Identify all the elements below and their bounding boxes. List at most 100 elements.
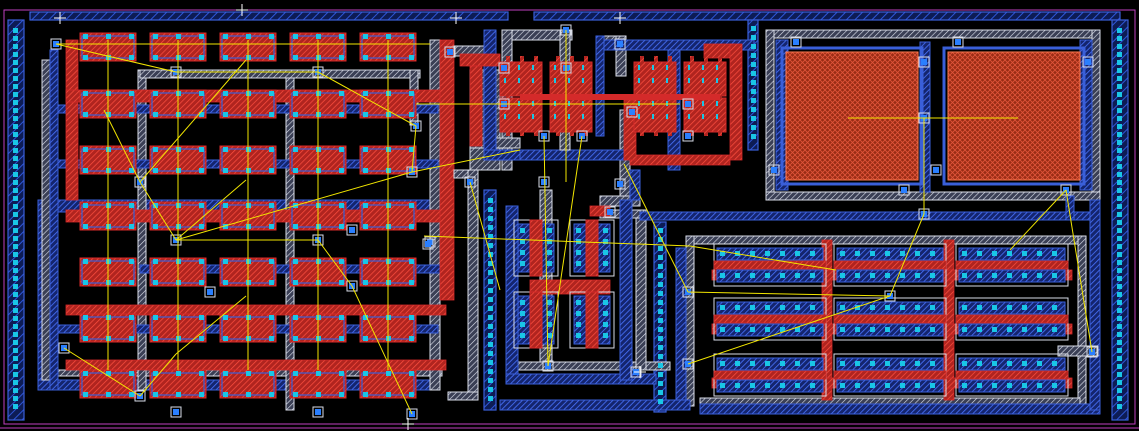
rail-contact xyxy=(1117,228,1122,233)
transistor-contact xyxy=(199,259,204,264)
transistor-contact xyxy=(129,55,134,60)
cp-contact xyxy=(576,261,581,266)
br-contact xyxy=(810,361,815,366)
cp-contact xyxy=(547,300,552,305)
transistor-contact xyxy=(83,259,88,264)
transistor-contact xyxy=(409,34,414,39)
cp-m1-c xyxy=(619,199,633,381)
rail-contact xyxy=(488,261,493,266)
br-contact xyxy=(1037,273,1042,278)
br-contact xyxy=(870,327,875,332)
br-contact xyxy=(765,383,770,388)
transistor-contact xyxy=(129,34,134,39)
transistor-contact xyxy=(363,147,368,152)
cp-m1-a xyxy=(505,205,519,385)
tc-m1-mid xyxy=(595,35,605,137)
rail-contact xyxy=(488,297,493,302)
tc-gate xyxy=(506,92,510,136)
transistor-contact xyxy=(269,91,274,96)
rail-contact xyxy=(488,369,493,374)
cap-plate xyxy=(947,51,1081,181)
br-contact xyxy=(992,251,997,256)
transistor-contact xyxy=(269,280,274,285)
via-core xyxy=(685,133,691,139)
transistor-contact xyxy=(269,55,274,60)
br-contact xyxy=(870,273,875,278)
rail-contact xyxy=(1117,100,1122,105)
via-outline xyxy=(346,224,358,236)
rail-contact xyxy=(13,212,18,217)
via-outline xyxy=(614,38,626,50)
transistor-contact xyxy=(223,336,228,341)
transistor-contact xyxy=(316,371,321,376)
br-gate xyxy=(833,260,947,270)
tc-m1-left xyxy=(483,29,497,161)
cp-contact xyxy=(576,228,581,233)
rail-contact xyxy=(488,324,493,329)
transistor-contact xyxy=(363,34,368,39)
rail-contact xyxy=(13,108,18,113)
rail-contact xyxy=(1117,388,1122,393)
via xyxy=(898,184,910,196)
transistor-contact xyxy=(339,112,344,117)
ratsnest-line xyxy=(317,71,417,127)
transistor-contact xyxy=(223,203,228,208)
long-m2-c xyxy=(447,391,479,401)
transistor-contact xyxy=(129,112,134,117)
br-contact xyxy=(840,383,845,388)
cap-plate-outline xyxy=(942,46,1086,186)
ratsnest-line xyxy=(103,109,141,183)
ratsnest-line xyxy=(175,171,413,241)
br-contact xyxy=(1052,361,1057,366)
transistor-contact xyxy=(223,280,228,285)
br-contact xyxy=(930,361,935,366)
br-contact xyxy=(840,273,845,278)
rail-contact xyxy=(658,372,663,377)
via-outline xyxy=(170,406,182,418)
br-contact xyxy=(750,327,755,332)
br-contact xyxy=(915,361,920,366)
br-m2-right xyxy=(1077,235,1087,407)
via xyxy=(604,206,616,218)
transistor-contact xyxy=(223,259,228,264)
cp-transistor xyxy=(513,291,559,349)
transistor-contact xyxy=(246,34,251,39)
rail-contact xyxy=(13,164,18,169)
rail-contact xyxy=(658,291,663,296)
br-contact xyxy=(870,305,875,310)
ratsnest-layer xyxy=(54,4,1093,430)
br-transistor xyxy=(713,297,827,341)
cp-contact xyxy=(576,250,581,255)
br-contact xyxy=(1052,273,1057,278)
transistor-contact xyxy=(409,392,414,397)
via xyxy=(444,46,456,58)
via-outline xyxy=(464,176,476,188)
transistor-contact xyxy=(223,91,228,96)
transistor-contact xyxy=(409,315,414,320)
rail-contact xyxy=(1117,196,1122,201)
br-transistor xyxy=(713,353,827,397)
via xyxy=(682,130,694,142)
transistor-contact xyxy=(176,34,181,39)
via-outline xyxy=(952,36,964,48)
tc-gate xyxy=(690,92,694,136)
rail-contact xyxy=(488,198,493,203)
rail-contact xyxy=(488,378,493,383)
br-contact xyxy=(855,361,860,366)
via-outline xyxy=(1060,184,1072,196)
via-outline xyxy=(614,178,626,190)
rail-contact xyxy=(658,246,663,251)
transistor-contact xyxy=(269,112,274,117)
ratsnest-line xyxy=(63,347,141,397)
br-contact xyxy=(1037,305,1042,310)
rail-contact xyxy=(658,264,663,269)
transistor-contact xyxy=(293,55,298,60)
rail-contact xyxy=(1117,324,1122,329)
via xyxy=(614,38,626,50)
transistor-contact xyxy=(409,112,414,117)
tc-gate xyxy=(704,92,708,136)
via xyxy=(498,62,510,74)
rail-contact xyxy=(751,62,756,67)
